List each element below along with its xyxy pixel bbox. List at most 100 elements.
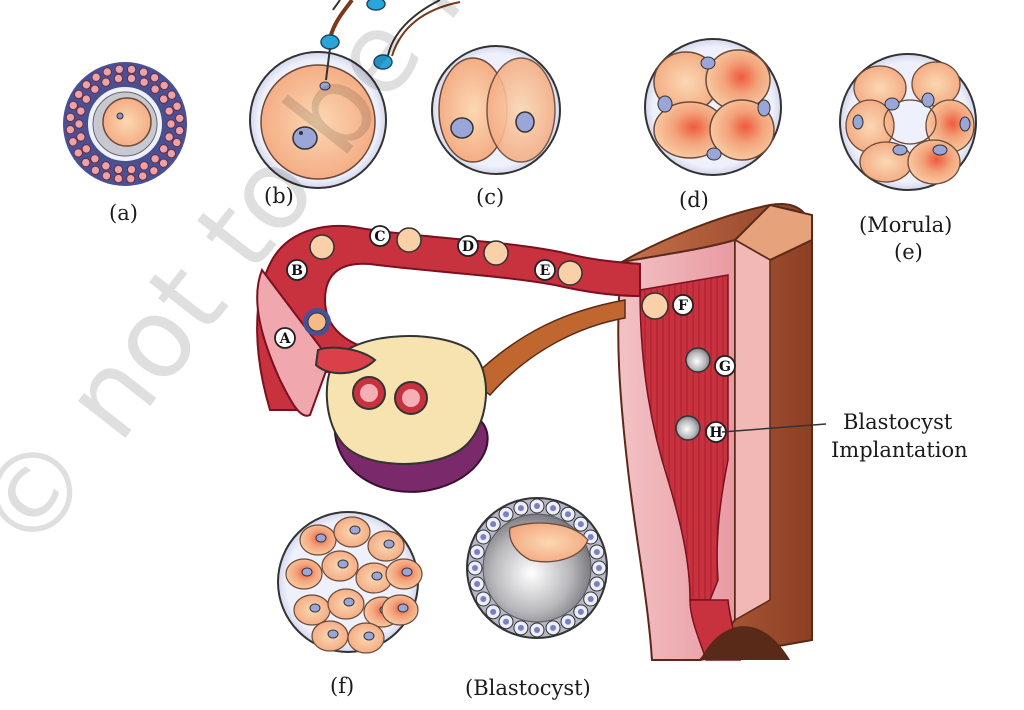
trophoblast-nucleus [474, 548, 481, 555]
marker-letter-f: F [678, 298, 688, 314]
trophoblast-nucleus [474, 581, 481, 588]
corona-cell [159, 80, 169, 91]
marker-letter-b: B [291, 263, 303, 279]
trophoblast-nucleus [550, 624, 557, 631]
corona-cell [164, 106, 174, 116]
trophoblast-nucleus [472, 565, 478, 571]
label-blastocyst: (Blastocyst) [465, 676, 591, 700]
corona-cell [68, 137, 78, 147]
ovary [314, 335, 489, 493]
marker-circle [534, 259, 556, 281]
marker-letter-c: C [374, 229, 385, 245]
blastomere-nucleus [371, 571, 383, 581]
corona-cell [73, 148, 83, 158]
stage-d-four-cell [644, 38, 782, 176]
corona-cell [81, 157, 91, 168]
trophoblast-nucleus [565, 618, 571, 625]
trophoblast-nucleus [517, 624, 524, 631]
corona-cell [172, 101, 182, 111]
corona-cell [167, 90, 177, 100]
corona-cell [158, 144, 169, 154]
corona-cell [81, 94, 92, 104]
trophoblast-nucleus [490, 608, 497, 615]
corona-cell [102, 67, 112, 77]
trophoblast-nucleus [565, 511, 571, 518]
corona-cell [90, 154, 100, 164]
corona-cell [138, 171, 148, 181]
corona-cell [172, 137, 182, 148]
callout-line1: Blastocyst [843, 410, 953, 434]
trophoblast-nucleus [577, 521, 584, 528]
corona-cell [150, 84, 160, 94]
corona-cell [150, 154, 160, 164]
label-e: (e) [894, 240, 923, 264]
marker-circle [672, 294, 694, 316]
corona-cell [73, 89, 84, 100]
corona-cell [76, 132, 86, 142]
marker-letter-d: D [462, 239, 474, 255]
marker-circle [286, 259, 308, 281]
blastomere-nucleus [397, 603, 409, 613]
marker-letter-a: A [279, 331, 292, 347]
trophoblast-nucleus [593, 581, 600, 588]
trophoblast-nucleus [480, 596, 487, 602]
blastomere-nucleus [301, 567, 313, 577]
blastomere-nucleus [363, 631, 375, 641]
corona-cell [174, 125, 185, 136]
corona-cell [91, 72, 101, 82]
trophoblast-nucleus [517, 505, 524, 512]
stage-a-oocyte [63, 62, 187, 186]
corona-cell [166, 119, 176, 129]
stage-c-two-cell [431, 45, 561, 175]
corona-cell [126, 164, 137, 175]
corona-cell [81, 144, 92, 154]
corona-cell [126, 174, 136, 184]
corona-cell [101, 171, 112, 181]
oviduct-markers: A B C D E F G H [274, 225, 736, 443]
corona-cell [175, 113, 185, 123]
blastomere-nucleus [343, 597, 355, 607]
blastomere-nucleus [315, 533, 327, 543]
marker-letter-h: H [709, 425, 722, 441]
trophoblast-nucleus [587, 534, 594, 540]
stage-e-morula [839, 53, 977, 191]
trophoblast-nucleus [480, 534, 487, 540]
tract-embryos [303, 227, 711, 441]
corona-cell [126, 73, 137, 84]
corona-cell [139, 161, 149, 171]
corona-cell [90, 84, 100, 94]
corona-cell [139, 77, 149, 87]
label-f: (f) [330, 674, 355, 698]
label-morula: (Morula) [859, 213, 953, 237]
blastomere-nucleus [337, 559, 349, 569]
corona-cell [113, 73, 124, 84]
blastomere-nucleus [401, 567, 413, 577]
corona-cell [164, 132, 174, 142]
blastomere-nucleus [309, 603, 321, 613]
corona-cell [76, 106, 86, 116]
trophoblast-nucleus [587, 596, 594, 602]
trophoblast-nucleus [596, 565, 602, 571]
marker-circle [369, 225, 391, 247]
trophoblast-nucleus [577, 608, 584, 615]
corona-cell [65, 112, 76, 123]
marker-circle [274, 327, 296, 349]
marker-circle [714, 355, 736, 377]
corona-cell [138, 67, 149, 77]
label-c: (c) [476, 185, 505, 209]
corona-cell [113, 164, 124, 175]
marker-letter-g: G [719, 359, 731, 375]
marker-letter-e: E [540, 263, 551, 279]
corona-cell [81, 80, 92, 90]
trophoblast-nucleus [534, 503, 540, 509]
corona-cell [101, 77, 111, 87]
blastomere-nucleus [349, 525, 361, 535]
stage-b-fertilisation [249, 0, 461, 189]
corona-cell [113, 173, 124, 184]
callout-line [721, 423, 827, 433]
blastomere-nucleus [383, 539, 395, 549]
corona-cell [101, 161, 111, 171]
corona-cell [166, 148, 177, 159]
blastomere-nucleus [327, 629, 339, 639]
trophoblast-nucleus [534, 627, 540, 633]
